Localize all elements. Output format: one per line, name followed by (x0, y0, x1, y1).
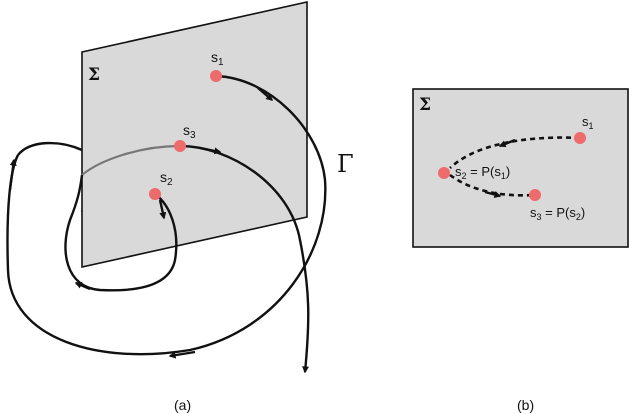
label-s3-b: s3 = P(s2) (530, 205, 585, 222)
label-s3: s3 (183, 122, 196, 141)
point-s2-b (438, 167, 450, 179)
label-s2: s2 (160, 169, 173, 188)
return-arrow-1 (498, 138, 516, 148)
label-s2-b: s2 = P(s1) (455, 164, 510, 181)
trajectory-s3-arrow (199, 146, 222, 155)
trajectory-outer-loop (6, 74, 327, 356)
trajectory-inner-loop (64, 174, 178, 292)
trajectory-top-arc (17, 141, 83, 156)
trajectory-inner-bottom-arrow (74, 281, 91, 291)
trajectory-left-arrow (8, 158, 17, 191)
plane-label-sigma: Σ (88, 65, 100, 85)
panel-b: Σ s1 s2 = P(s1) s3 = P(s2) (b) (412, 88, 629, 413)
point-s3-b (529, 189, 541, 201)
section-plane (81, 1, 308, 268)
return-arrow-2 (484, 190, 502, 198)
trajectory-inner-arrow (158, 199, 167, 220)
caption-b: (b) (517, 397, 534, 413)
section-plane-flat (412, 88, 629, 248)
trajectory-hidden-segment (81, 144, 181, 176)
point-s3 (174, 140, 186, 152)
trajectory-s3-loop (179, 144, 310, 374)
curve-label-gamma: Γ (337, 150, 354, 178)
label-s1: s1 (211, 49, 224, 68)
panel-a: Σ s1 s3 s2 Γ (a) (6, 1, 354, 413)
point-s2 (149, 188, 161, 200)
point-s1-b (574, 132, 586, 144)
point-s1 (210, 70, 222, 82)
label-s1-b: s1 (582, 114, 594, 131)
trajectory-bottom-arrow (168, 350, 196, 359)
trajectory-outer-arrow (257, 87, 274, 101)
caption-a: (a) (174, 397, 191, 413)
plane-label-sigma-b: Σ (419, 95, 431, 115)
